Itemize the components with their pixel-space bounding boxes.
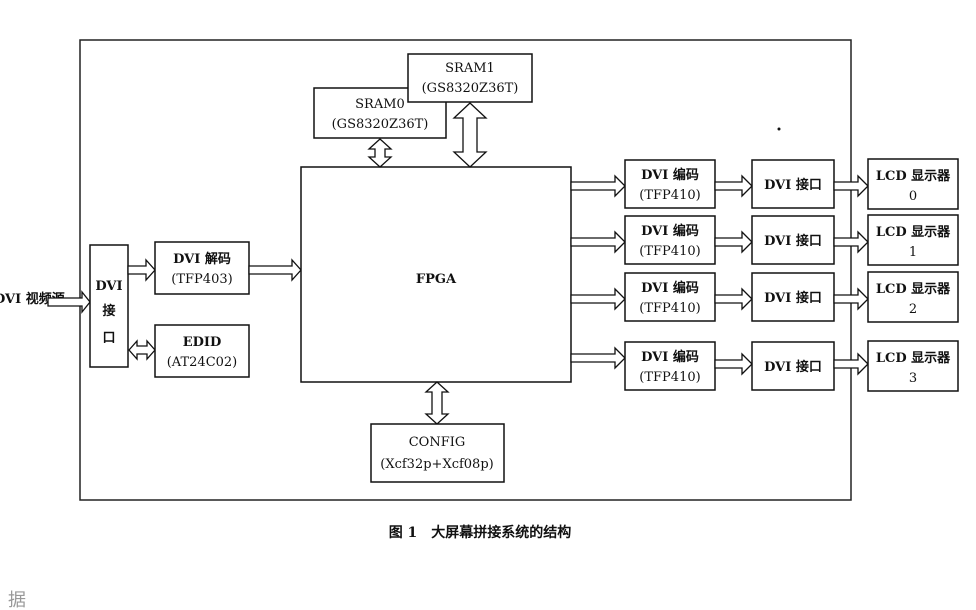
sram1-fpga-arrow [452,102,488,168]
dvi-encoder-label: DVI 编码 [641,349,699,365]
dvi-output-port-box [751,215,835,265]
dvi-encoder-box [624,341,716,391]
dvi-encoder-box [624,215,716,265]
output-channel-0: DVI 编码 (TFP410) DVI 接口 LCD 显示器 0 [570,158,959,210]
encoder-to-port-arrow [714,174,753,198]
dvi-input-port-line2: 接 [102,303,115,319]
output-channel-3: DVI 编码 (TFP410) DVI 接口 LCD 显示器 3 [570,340,959,392]
dvi-encoder-box [624,272,716,322]
dvi-output-port-label: DVI 接口 [764,359,822,375]
dvi-decoder-label: DVI 解码 [173,251,231,267]
config-chip: (Xcf32p+Xcf08p) [380,457,493,472]
footer-text-fragment: 据 [8,590,26,610]
fpga-to-encoder-arrow [570,346,626,370]
port-to-display-arrow [833,287,869,311]
decoder-to-fpga-arrow [248,258,302,282]
lcd-display-box [867,214,959,266]
sram0-label: SRAM0 [355,97,405,112]
port-edid-arrow [128,339,156,361]
sram1-box [407,53,533,103]
dvi-encoder-chip: (TFP410) [639,244,700,259]
encoder-to-port-arrow [714,230,753,254]
dvi-encoder-chip: (TFP410) [639,301,700,316]
lcd-display-label: LCD 显示器 [876,169,951,184]
speck [777,127,781,131]
config-label: CONFIG [409,435,466,450]
sram0-chip: (GS8320Z36T) [332,117,429,132]
dvi-output-port-label: DVI 接口 [764,177,822,193]
dvi-decoder-box [154,241,250,295]
encoder-to-port-arrow [714,352,753,376]
fpga-label: FPGA [416,272,457,287]
lcd-display-box [867,271,959,323]
edid-label: EDID [183,335,222,350]
config-box [370,423,505,483]
dvi-encoder-label: DVI 编码 [641,167,699,183]
dvi-encoder-label: DVI 编码 [641,280,699,296]
port-to-display-arrow [833,174,869,198]
dvi-output-port-box [751,341,835,391]
dvi-output-port-label: DVI 接口 [764,290,822,306]
dvi-input-port-line1: DVI [95,279,122,294]
system-frame [79,39,852,501]
sram0-fpga-arrow [367,138,393,168]
lcd-display-box [867,158,959,210]
lcd-display-index: 2 [909,302,917,317]
dvi-encoder-chip: (TFP410) [639,370,700,385]
dvi-encoder-chip: (TFP410) [639,188,700,203]
dvi-output-port-box [751,159,835,209]
encoder-to-port-arrow [714,287,753,311]
lcd-display-box [867,340,959,392]
fpga-to-encoder-arrow [570,287,626,311]
fpga-to-encoder-arrow [570,230,626,254]
fpga-box [300,166,572,383]
sram1-chip: (GS8320Z36T) [422,81,519,96]
port-to-decoder-arrow [127,258,156,282]
fpga-config-arrow [424,381,450,425]
port-to-display-arrow [833,230,869,254]
lcd-display-label: LCD 显示器 [876,225,951,240]
lcd-display-index: 0 [909,189,917,204]
fpga-to-encoder-arrow [570,174,626,198]
lcd-display-index: 1 [909,245,917,260]
figure-caption: 图 1 大屏幕拼接系统的结构 [389,524,572,541]
edid-chip: (AT24C02) [167,355,238,370]
edid-box [154,324,250,378]
dvi-output-port-label: DVI 接口 [764,233,822,249]
port-to-display-arrow [833,352,869,376]
output-channel-2: DVI 编码 (TFP410) DVI 接口 LCD 显示器 2 [570,271,959,323]
dvi-decoder-chip: (TFP403) [171,272,232,287]
lcd-display-label: LCD 显示器 [876,351,951,366]
lcd-display-index: 3 [909,371,917,386]
dvi-encoder-box [624,159,716,209]
lcd-display-label: LCD 显示器 [876,282,951,297]
source-to-port-arrow [47,290,91,314]
dvi-input-port [89,244,129,368]
sram1-label: SRAM1 [445,61,495,76]
dvi-encoder-label: DVI 编码 [641,223,699,239]
output-channel-1: DVI 编码 (TFP410) DVI 接口 LCD 显示器 1 [570,214,959,266]
dvi-input-port-line3: 口 [102,331,115,346]
